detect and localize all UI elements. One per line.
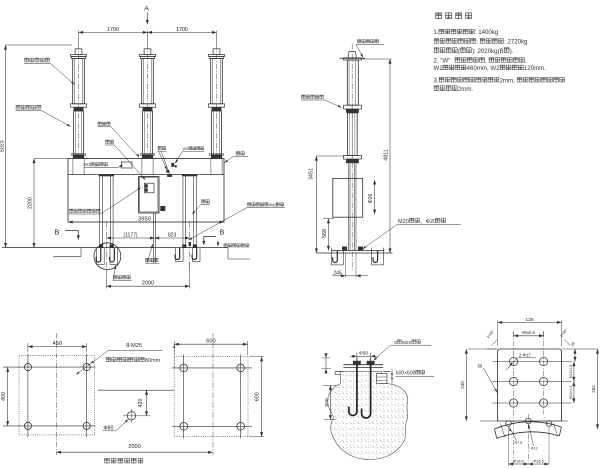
svg-text:(: ( xyxy=(458,48,460,55)
svg-text:600: 600 xyxy=(254,392,260,401)
svg-text:245: 245 xyxy=(333,270,342,276)
svg-text:3950: 3950 xyxy=(138,217,151,223)
svg-text:B: B xyxy=(220,228,225,237)
svg-text:600: 600 xyxy=(206,339,215,345)
svg-text:8-M25: 8-M25 xyxy=(126,343,142,349)
svg-text:,: , xyxy=(485,58,487,65)
svg-text:、Φ20: 、Φ20 xyxy=(420,219,436,225)
svg-text:A: A xyxy=(144,6,149,13)
svg-text:600×600: 600×600 xyxy=(396,370,416,376)
svg-text:400: 400 xyxy=(1,392,7,401)
svg-text:60±0.5: 60±0.5 xyxy=(522,330,535,335)
svg-text:B: B xyxy=(55,228,60,237)
svg-text:2000: 2000 xyxy=(142,281,154,287)
svg-text:W1: W1 xyxy=(84,162,91,167)
svg-text:δ6: δ6 xyxy=(478,363,483,368)
svg-text:2200: 2200 xyxy=(27,197,33,209)
svg-text:M16×1.5: M16×1.5 xyxy=(569,365,573,378)
svg-text:2. "W": 2. "W" xyxy=(434,58,451,65)
svg-text:2000: 2000 xyxy=(128,444,140,450)
svg-text:4811: 4811 xyxy=(383,149,389,160)
svg-text:568: 568 xyxy=(322,229,328,238)
svg-text:240: 240 xyxy=(460,381,465,389)
svg-text:1.: 1. xyxy=(434,29,439,36)
svg-text:: 1400kg: : 1400kg xyxy=(475,29,498,36)
svg-text:R12: R12 xyxy=(531,447,538,451)
svg-text:).: ). xyxy=(510,48,514,55)
svg-text:R7.5: R7.5 xyxy=(515,441,523,445)
svg-text:W2: W2 xyxy=(183,146,189,151)
svg-text:1700: 1700 xyxy=(176,27,188,33)
svg-text:3: 3 xyxy=(394,340,397,346)
svg-text:M20: M20 xyxy=(398,219,409,225)
svg-text:1700: 1700 xyxy=(107,27,119,33)
svg-text:Φ40: Φ40 xyxy=(269,202,278,207)
svg-text:3451: 3451 xyxy=(309,168,315,180)
svg-text:450: 450 xyxy=(53,341,62,347)
svg-text:120mm.: 120mm. xyxy=(524,65,546,72)
svg-text:: 2720kg: : 2720kg xyxy=(504,39,527,46)
svg-text:420: 420 xyxy=(138,399,144,408)
svg-text:2-Φ17: 2-Φ17 xyxy=(519,353,531,358)
svg-text:2×45°: 2×45° xyxy=(486,329,495,339)
svg-text:Φ16.5: Φ16.5 xyxy=(513,459,523,463)
svg-text:W1: W1 xyxy=(434,65,444,72)
svg-text:Φ80: Φ80 xyxy=(104,425,114,431)
svg-text:600: 600 xyxy=(324,398,330,406)
svg-text:Φ26: Φ26 xyxy=(368,194,374,204)
svg-text:460mm, W2: 460mm, W2 xyxy=(467,65,500,72)
svg-text:Φ50: Φ50 xyxy=(359,351,368,357)
svg-text:2mm.: 2mm. xyxy=(458,86,474,93)
svg-text:): 2020kg(: ): 2020kg( xyxy=(472,48,499,55)
svg-text::: : xyxy=(476,39,478,46)
svg-text:5023: 5023 xyxy=(0,140,5,152)
svg-text:80mm: 80mm xyxy=(145,358,161,364)
svg-text:Φ16.5: Φ16.5 xyxy=(533,459,543,463)
svg-text:2mm,: 2mm, xyxy=(500,77,516,84)
svg-text:823: 823 xyxy=(168,232,177,238)
svg-text:M20: M20 xyxy=(402,340,412,346)
svg-text:125: 125 xyxy=(526,317,534,323)
svg-text:25: 25 xyxy=(570,341,576,347)
svg-text:2×45°: 2×45° xyxy=(559,328,568,338)
svg-text:M16×1.5: M16×1.5 xyxy=(569,386,573,399)
svg-text:3.: 3. xyxy=(434,77,439,84)
svg-text:262: 262 xyxy=(591,385,596,393)
svg-text:(1177): (1177) xyxy=(123,232,137,238)
svg-text:B: B xyxy=(500,48,504,55)
svg-text:,: , xyxy=(525,58,527,65)
